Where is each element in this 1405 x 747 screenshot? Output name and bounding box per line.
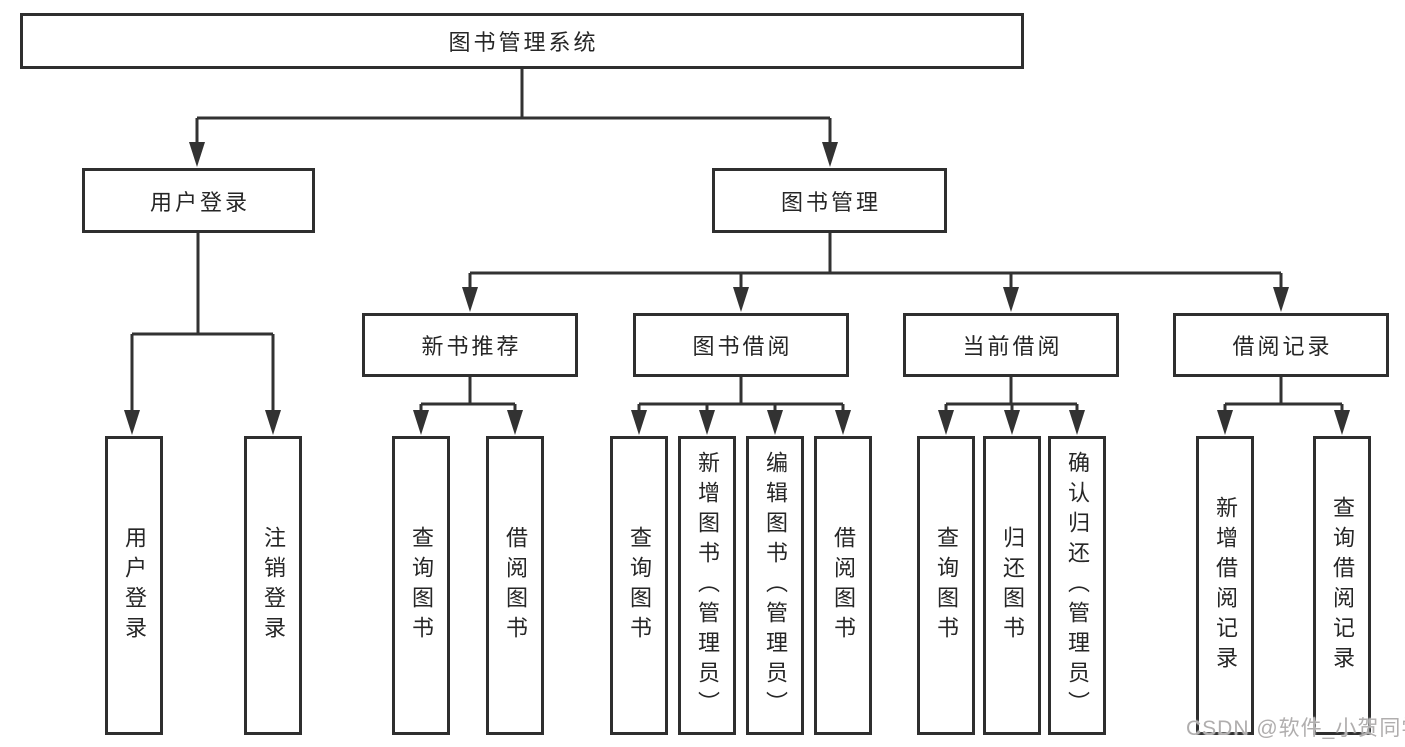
connector-sec1-rail — [639, 377, 843, 406]
node-current-borrow: 当前借阅 — [903, 313, 1119, 377]
node-user-login: 用户登录 — [82, 168, 315, 233]
leaf-add-borrow-record: 新增借阅记录 — [1196, 436, 1254, 735]
node-root-system: 图书管理系统 — [20, 13, 1024, 69]
leaf-edit-books-admin-label: 编辑图书（管理员） — [763, 450, 788, 721]
leaf-query-books-borrow-label: 查询图书 — [627, 525, 652, 646]
connector-mgmt-rail — [470, 233, 1281, 275]
leaf-confirm-return-admin-label: 确认归还（管理员） — [1065, 450, 1090, 721]
node-root-label: 图书管理系统 — [448, 30, 599, 55]
connector-sec3-rail — [1225, 377, 1342, 406]
leaf-return-books-label: 归还图书 — [1000, 525, 1025, 646]
node-book-borrow: 图书借阅 — [633, 313, 849, 377]
csdn-watermark: CSDN @软件_小贺同学 — [1186, 717, 1405, 740]
leaf-borrow-books-recommend: 借阅图书 — [486, 436, 544, 735]
leaf-query-books-current-label: 查询图书 — [934, 525, 959, 646]
node-book-management: 图书管理 — [712, 168, 947, 233]
leaf-query-books-current: 查询图书 — [917, 436, 975, 735]
leaf-borrow-books-recommend-label: 借阅图书 — [503, 525, 528, 646]
node-borrow-records: 借阅记录 — [1173, 313, 1389, 377]
connector-login-rail — [132, 233, 273, 336]
leaf-borrow-books: 借阅图书 — [814, 436, 872, 735]
leaf-add-borrow-record-label: 新增借阅记录 — [1213, 495, 1238, 676]
leaf-logout: 注销登录 — [244, 436, 302, 735]
leaf-query-books-recommend: 查询图书 — [392, 436, 450, 735]
leaf-return-books: 归还图书 — [983, 436, 1041, 735]
leaf-query-books-recommend-label: 查询图书 — [409, 525, 434, 646]
leaf-logout-label: 注销登录 — [261, 525, 286, 646]
arrowheads — [124, 118, 1350, 435]
leaf-add-books-admin: 新增图书（管理员） — [678, 436, 736, 735]
node-borrow-records-label: 借阅记录 — [1232, 334, 1333, 359]
leaf-query-books-borrow: 查询图书 — [610, 436, 668, 735]
node-book-management-label: 图书管理 — [780, 189, 881, 215]
connector-root-rail — [197, 68, 830, 120]
leaf-edit-books-admin: 编辑图书（管理员） — [746, 436, 804, 735]
connector-sec0-rail — [421, 377, 515, 406]
node-book-borrow-label: 图书借阅 — [692, 334, 793, 359]
leaf-user-login: 用户登录 — [105, 436, 163, 735]
leaf-user-login-label: 用户登录 — [122, 525, 147, 646]
leaf-borrow-books-label: 借阅图书 — [831, 525, 856, 646]
node-current-borrow-label: 当前借阅 — [962, 334, 1063, 359]
leaf-query-borrow-record-label: 查询借阅记录 — [1330, 495, 1355, 676]
leaf-add-books-admin-label: 新增图书（管理员） — [695, 450, 720, 721]
node-user-login-label: 用户登录 — [149, 189, 250, 215]
node-new-book-recommend: 新书推荐 — [362, 313, 578, 377]
connector-sec2-rail — [946, 377, 1077, 406]
leaf-query-borrow-record: 查询借阅记录 — [1313, 436, 1371, 735]
leaf-confirm-return-admin: 确认归还（管理员） — [1048, 436, 1106, 735]
node-new-book-recommend-label: 新书推荐 — [421, 334, 522, 359]
